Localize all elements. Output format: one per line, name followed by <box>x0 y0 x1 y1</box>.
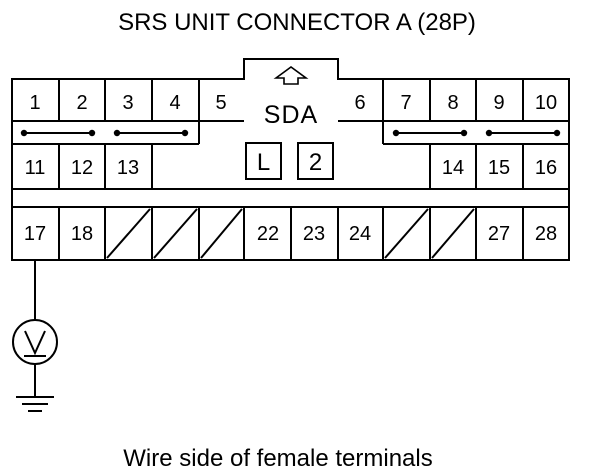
empty-cavities <box>106 208 475 259</box>
voltmeter-icon <box>12 319 58 365</box>
row3-pins: 17 18 22 23 24 27 28 <box>24 223 557 245</box>
pin-number: 16 <box>535 157 557 179</box>
row2-pins: 11 12 13 14 15 16 <box>25 157 558 179</box>
pin-number: 28 <box>535 223 557 245</box>
pin-number: 27 <box>488 223 510 245</box>
pin-number: 14 <box>442 157 464 179</box>
pin-number: 8 <box>447 92 458 114</box>
diagram-title: SRS UNIT CONNECTOR A (28P) <box>118 9 476 36</box>
pin-number: 2 <box>76 92 87 114</box>
pin-number: 6 <box>354 92 365 114</box>
lock-tab-arrow-icon <box>273 66 309 85</box>
row2-dividers <box>58 144 524 189</box>
row3-dividers <box>58 207 524 260</box>
pin-number: 24 <box>349 223 371 245</box>
pin-number: 9 <box>493 92 504 114</box>
pin-number: 4 <box>169 92 180 114</box>
empty-cavity <box>153 208 198 259</box>
empty-cavity <box>431 208 475 259</box>
key-label-right: 2 <box>309 149 322 176</box>
key-box-left <box>245 142 282 180</box>
pin-number: 3 <box>122 92 133 114</box>
empty-cavity <box>106 208 151 259</box>
pin-number: 18 <box>71 223 93 245</box>
pin-number: 12 <box>71 157 93 179</box>
empty-cavity <box>384 208 429 259</box>
shorting-bars <box>20 129 561 137</box>
pin-number: 11 <box>25 157 46 179</box>
pin-number: 7 <box>400 92 411 114</box>
key-label-left: L <box>257 149 270 176</box>
pin-number: 15 <box>488 157 510 179</box>
connector-label: SDA <box>264 101 318 129</box>
row1-pins: 1 2 3 4 5 6 7 8 9 10 <box>29 92 557 114</box>
row1-dividers <box>58 79 524 121</box>
pin-number: 5 <box>215 92 226 114</box>
connector-housing <box>11 58 570 261</box>
key-box-right <box>297 142 334 180</box>
pin-number: 23 <box>303 223 325 245</box>
pin-number: 17 <box>24 223 46 245</box>
connector-a: SDA L 2 1 2 3 4 5 6 7 8 9 10 11 12 13 14… <box>11 58 570 261</box>
ground-icon <box>16 396 54 412</box>
pin-number: 13 <box>117 157 139 179</box>
pin-number: 10 <box>535 92 557 114</box>
pin-number: 22 <box>257 223 279 245</box>
diagram-caption: Wire side of female terminals <box>123 445 432 472</box>
pin-number: 1 <box>29 92 40 114</box>
voltmeter-symbol <box>24 330 46 356</box>
empty-cavity <box>200 208 243 259</box>
